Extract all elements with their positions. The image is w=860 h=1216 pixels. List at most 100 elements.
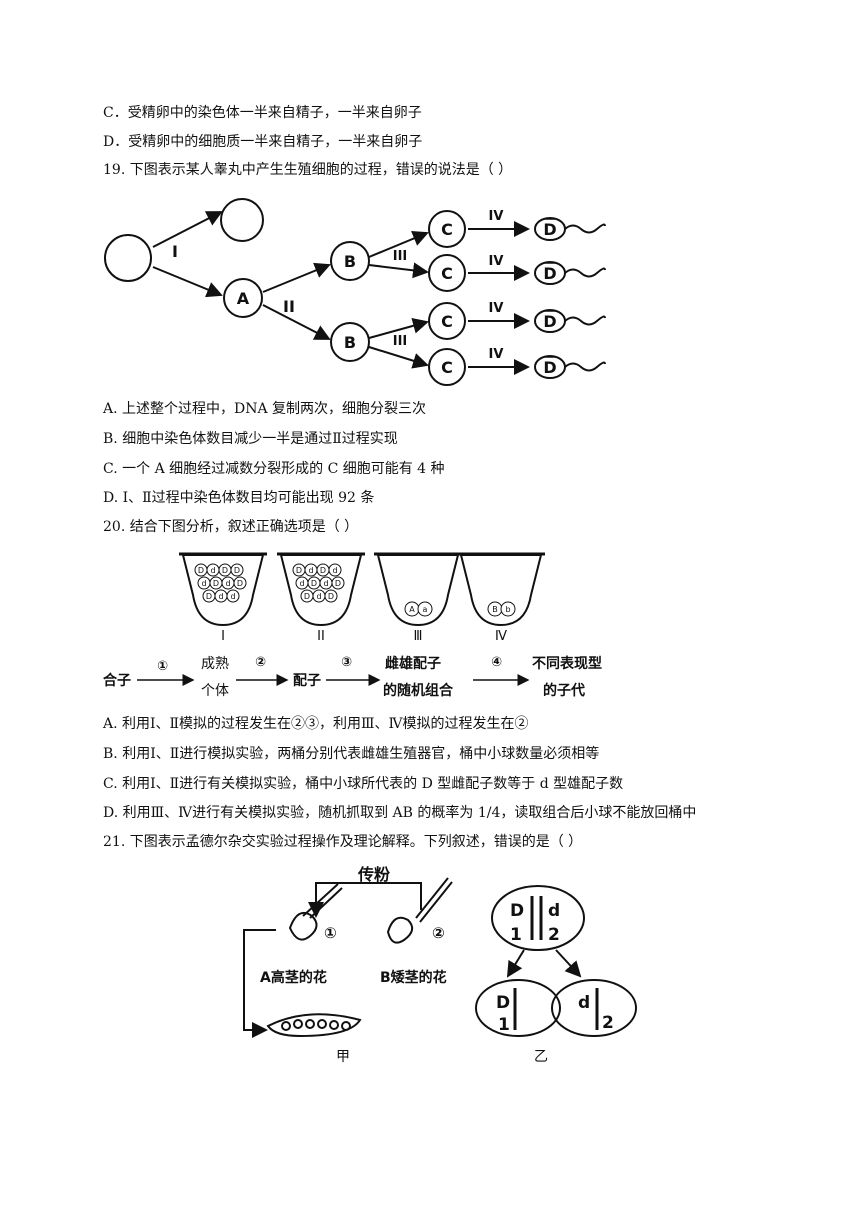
ball: D [222, 566, 228, 575]
gamete-chrom-1: 1 [498, 1015, 510, 1035]
chrom-1: 1 [510, 925, 522, 945]
pollination-label: 传粉 [357, 865, 390, 884]
cell-d-label-4: D [543, 358, 556, 377]
step-i-label: I [172, 242, 178, 261]
allele-d-lower: d [548, 901, 560, 921]
ball: d [218, 592, 223, 601]
ball: D [296, 566, 302, 575]
mature-label-2: 个体 [201, 683, 229, 699]
gamete-chrom-2: 2 [602, 1013, 614, 1033]
cell-a [223, 278, 263, 318]
ball: d [332, 566, 337, 575]
ball: d [210, 566, 215, 575]
figure-19: I II III III IV IV IV IV A B B C C C C D… [104, 198, 606, 386]
step-2-circle: ② [432, 924, 445, 942]
ball: d [308, 566, 313, 575]
step-iii-label-1: III [393, 249, 408, 264]
cell-b-top [330, 241, 370, 281]
q20-option-c: C. 利用Ⅰ、Ⅱ进行有关模拟实验，桶中小球所代表的 D 型雌配子数等于 d 型雄… [103, 776, 624, 792]
step-iv-label-4: IV [489, 347, 504, 362]
ball: D [237, 579, 243, 588]
cell-d-label-3: D [543, 312, 556, 331]
q20-option-a: A. 利用Ⅰ、Ⅱ模拟的过程发生在②③，利用Ⅲ、Ⅳ模拟的过程发生在② [103, 716, 529, 732]
cell-b-bottom [330, 322, 370, 362]
bucket-i [181, 554, 265, 627]
question-20: 20. 结合下图分析，叙述正确选项是（ ） [103, 519, 359, 535]
ball: D [311, 579, 317, 588]
bucket-ii [279, 554, 363, 627]
bucket-iii [376, 554, 460, 627]
random-label-2: 的随机组合 [383, 682, 454, 699]
figure-20: D d D D d D d D D d d D d D d d D d D D … [103, 552, 602, 699]
random-label-1: 雌雄配子 [385, 655, 441, 672]
flower-a-label: A高茎的花 [260, 969, 327, 986]
gamete-cell-d [475, 979, 561, 1037]
cell-b-label-1: B [344, 252, 356, 271]
step-iv-label-1: IV [489, 209, 504, 224]
q20-option-b: B. 利用Ⅰ、Ⅱ进行模拟实验，两桶分别代表雌雄生殖器官，桶中小球数量必须相等 [103, 746, 600, 762]
parent-cell [491, 885, 585, 951]
ball: B [492, 605, 498, 614]
option-d-prev: D．受精卵中的细胞质一半来自精子，一半来自卵子 [103, 134, 423, 150]
step-ii-label: II [283, 297, 295, 316]
bucket-iv [459, 554, 543, 627]
bucket-ii-label: II [317, 629, 325, 644]
offspring-label-1: 不同表现型 [532, 655, 602, 672]
cell-d-label-1: D [543, 220, 556, 239]
step-2-label: ② [255, 655, 266, 670]
q19-option-a: A. 上述整个过程中，DNA 复制两次，细胞分裂三次 [103, 401, 427, 417]
gamete-allele-d-upper: D [496, 993, 510, 1013]
ball: b [505, 605, 510, 614]
step-3-label: ③ [341, 655, 352, 670]
ball: D [206, 592, 212, 601]
polar-cell [220, 198, 264, 242]
bucket-i-label: I [221, 629, 225, 644]
cell-d-label-2: D [543, 264, 556, 283]
option-c-prev: C．受精卵中的染色体一半来自精子，一半来自卵子 [103, 105, 422, 121]
ball: D [213, 579, 219, 588]
ball: D [328, 592, 334, 601]
q19-option-d: D. Ⅰ、Ⅱ过程中染色体数目均可能出现 92 条 [103, 490, 375, 506]
offspring-label-2: 的子代 [543, 682, 585, 699]
q19-option-c: C. 一个 A 细胞经过减数分裂形成的 C 细胞可能有 4 种 [103, 461, 445, 477]
mature-label-1: 成熟 [201, 656, 229, 672]
step-4-label: ④ [491, 655, 502, 670]
allele-d-upper: D [510, 901, 524, 921]
initial-cell [104, 234, 152, 282]
cell-c-label-4: C [441, 358, 453, 377]
flower-a [288, 912, 318, 941]
q20-option-d: D. 利用Ⅲ、Ⅳ进行有关模拟实验，随机抓取到 AB 的概率为 1/4，读取组合后… [103, 805, 697, 821]
ball: d [323, 579, 328, 588]
ball: d [201, 579, 206, 588]
step-iii-label-2: III [393, 334, 408, 349]
figure-jia-label: 甲 [336, 1049, 350, 1065]
gamete-label: 配子 [293, 673, 321, 689]
cell-c-label-1: C [441, 220, 453, 239]
step-1-circle: ① [324, 924, 337, 942]
flower-b-label: B矮茎的花 [380, 969, 447, 986]
question-19: 19. 下图表示某人睾丸中产生生殖细胞的过程，错误的说法是（ ） [103, 162, 513, 178]
bucket-iii-label: Ⅲ [414, 629, 423, 644]
step-iv-label-2: IV [489, 254, 504, 269]
ball: a [423, 605, 428, 614]
ball: A [409, 605, 415, 614]
question-21: 21. 下图表示孟德尔杂交实验过程操作及理论解释。下列叙述，错误的是（ ） [103, 834, 583, 850]
ball: d [230, 592, 235, 601]
ball: D [198, 566, 204, 575]
cell-c-label-3: C [441, 312, 453, 331]
ball: D [234, 566, 240, 575]
step-iv-label-3: IV [489, 301, 504, 316]
figure-21: 传粉 D 1 d 2 D 1 d 2 ① [243, 865, 637, 1065]
cell-c-label-2: C [441, 264, 453, 283]
gamete-allele-d-lower: d [578, 993, 590, 1013]
q19-option-b: B. 细胞中染色体数目减少一半是通过Ⅱ过程实现 [103, 431, 398, 447]
gamete-cell-little-d [551, 979, 637, 1037]
bucket-iv-label: Ⅳ [495, 629, 507, 644]
figure-yi-label: 乙 [534, 1049, 548, 1065]
ball: D [335, 579, 341, 588]
step-1-label: ① [157, 659, 168, 674]
ball: d [225, 579, 230, 588]
cell-a-label: A [237, 289, 250, 308]
ball: d [316, 592, 321, 601]
cell-b-label-2: B [344, 333, 356, 352]
